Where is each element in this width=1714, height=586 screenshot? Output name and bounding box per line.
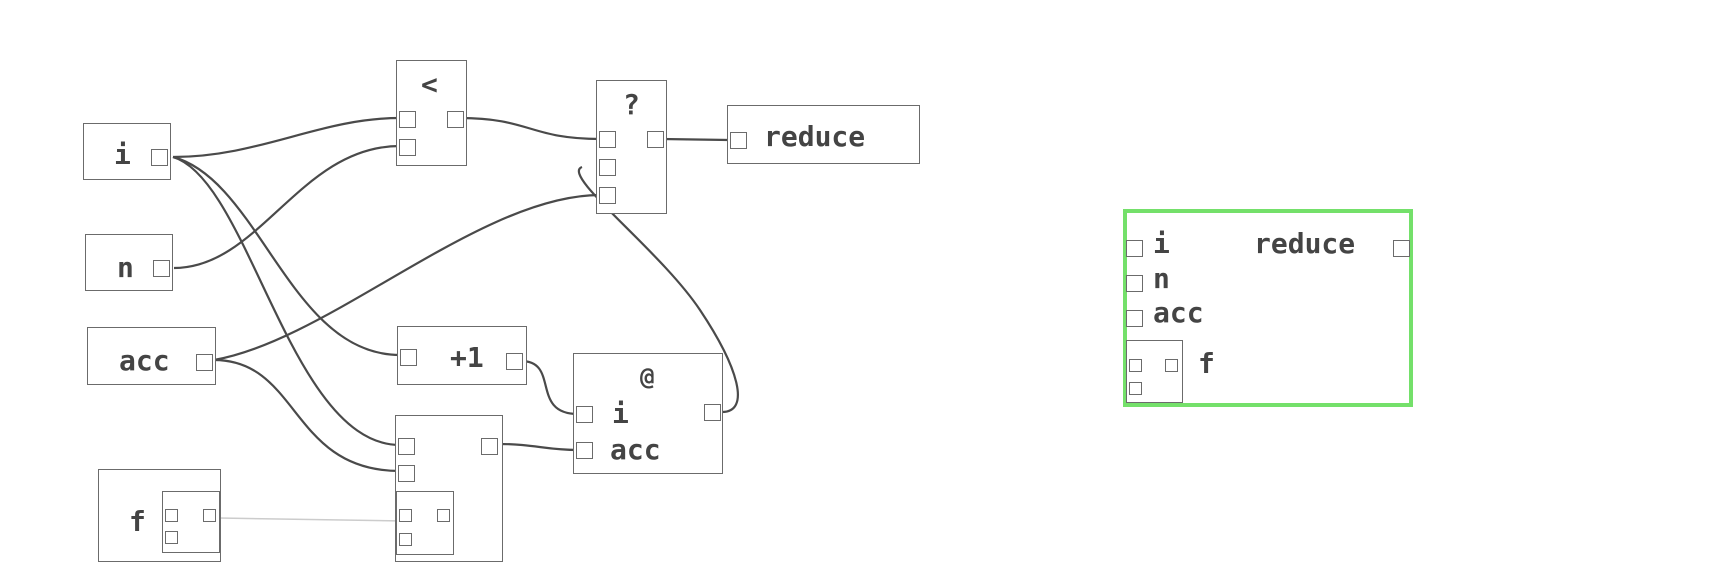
function-output-port[interactable]	[203, 509, 216, 522]
output-port[interactable]	[481, 438, 498, 455]
increment-node[interactable]: +1	[397, 326, 527, 385]
input-label-n: n	[117, 251, 134, 284]
recurse-node[interactable]: @ i acc	[573, 353, 723, 474]
input-port[interactable]	[399, 111, 416, 128]
output-port[interactable]	[447, 111, 464, 128]
less-than-node[interactable]: <	[396, 60, 467, 166]
function-slot-output-port[interactable]	[437, 509, 450, 522]
input-port[interactable]	[398, 438, 415, 455]
input-port-acc[interactable]	[576, 442, 593, 459]
preview-input-label-acc: acc	[1153, 296, 1204, 329]
preview-input-port-n	[1126, 275, 1143, 292]
input-port[interactable]	[730, 132, 747, 149]
else-port[interactable]	[599, 187, 616, 204]
output-port[interactable]	[647, 131, 664, 148]
operator-label: ?	[623, 88, 640, 121]
preview-input-label-i: i	[1153, 227, 1170, 260]
input-label-acc: acc	[119, 344, 170, 377]
preview-function-output-port	[1165, 359, 1178, 372]
input-node-n[interactable]: n	[85, 234, 173, 291]
wire-f-to-call-function	[218, 517, 404, 522]
wire-call-to-recurse-acc	[497, 442, 579, 452]
preview-output-port	[1393, 240, 1410, 257]
function-slot[interactable]	[396, 491, 454, 555]
function-input-port[interactable]	[165, 509, 178, 522]
preview-function-input-port	[1129, 359, 1142, 372]
input-port[interactable]	[398, 465, 415, 482]
condition-port[interactable]	[599, 131, 616, 148]
output-label: reduce	[764, 120, 866, 153]
wire-acc-to-call	[213, 358, 401, 473]
input-node-f[interactable]: f	[98, 469, 221, 562]
function-signature-preview[interactable]: i n acc reduce f	[1123, 209, 1413, 407]
output-port[interactable]	[196, 354, 213, 371]
input-port[interactable]	[400, 349, 417, 366]
port-label-i: i	[612, 397, 629, 430]
preview-function-label: f	[1198, 347, 1215, 380]
then-port[interactable]	[599, 159, 616, 176]
operator-label: +1	[450, 341, 484, 374]
function-input-port[interactable]	[165, 531, 178, 544]
preview-input-port-i	[1126, 240, 1143, 257]
operator-label: <	[421, 68, 438, 101]
output-port[interactable]	[151, 149, 168, 166]
input-label-f: f	[129, 505, 146, 538]
preview-function-input-port	[1129, 382, 1142, 395]
wire-less-than-to-conditional	[459, 116, 601, 141]
wire-i-to-less-than	[172, 116, 401, 159]
operator-label: @	[640, 363, 655, 391]
function-call-node[interactable]	[395, 415, 503, 562]
input-node-i[interactable]: i	[83, 123, 171, 180]
port-label-acc: acc	[610, 433, 661, 466]
wire-increment-to-recurse-i	[520, 359, 579, 416]
function-slot-input-port[interactable]	[399, 509, 412, 522]
preview-function-box	[1126, 340, 1183, 403]
input-label-i: i	[114, 138, 131, 171]
output-node-reduce[interactable]: reduce	[727, 105, 920, 164]
wire-acc-to-conditional	[213, 193, 601, 362]
input-port-i[interactable]	[576, 406, 593, 423]
wire-conditional-to-reduce	[661, 137, 730, 142]
preview-input-port-acc	[1126, 310, 1143, 327]
input-port[interactable]	[399, 139, 416, 156]
wire-i-to-call	[172, 155, 401, 447]
input-node-acc[interactable]: acc	[87, 327, 216, 385]
output-port[interactable]	[153, 260, 170, 277]
wire-i-to-increment	[172, 155, 401, 357]
wire-n-to-less-than	[173, 144, 401, 270]
preview-input-label-n: n	[1153, 262, 1170, 295]
preview-output-label: reduce	[1254, 227, 1356, 260]
output-port[interactable]	[506, 353, 523, 370]
conditional-node[interactable]: ?	[596, 80, 667, 214]
output-port[interactable]	[704, 404, 721, 421]
wire-recurse-to-conditional	[578, 165, 739, 414]
function-slot-input-port[interactable]	[399, 533, 412, 546]
function-port-box[interactable]	[162, 491, 220, 553]
